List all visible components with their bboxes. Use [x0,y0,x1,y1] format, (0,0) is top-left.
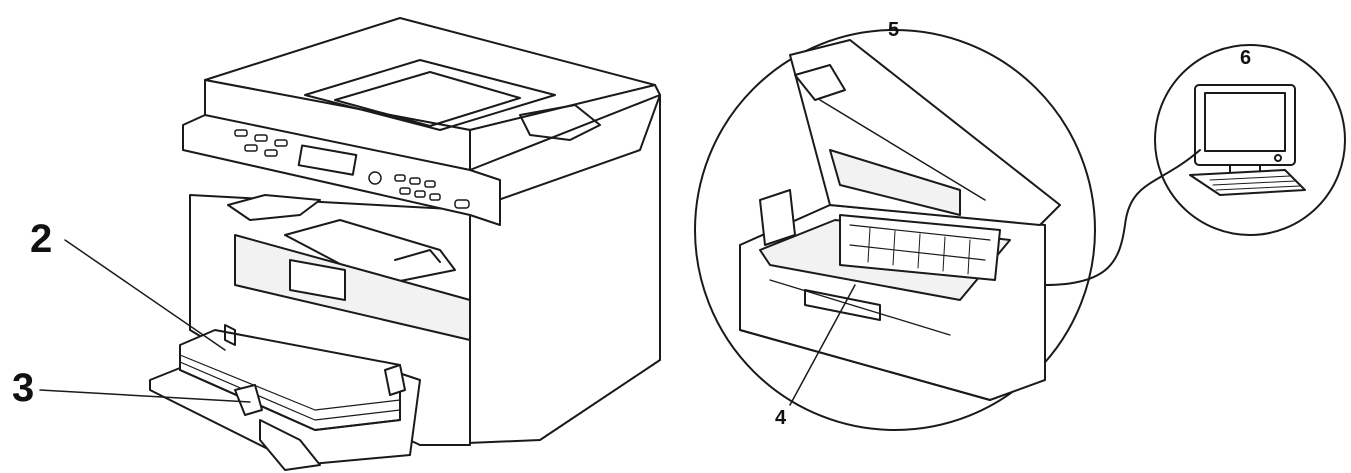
computer-illustration [1154,44,1346,236]
printer-illustration [149,17,661,471]
callout-4: 4 [775,407,787,429]
leader-3 [39,389,251,403]
callout-2: 2 [30,217,53,261]
callout-3: 3 [12,366,35,410]
open-machine-illustration [694,29,1096,431]
callout-5: 5 [888,19,900,41]
callout-6: 6 [1240,47,1252,69]
usb-cable [1044,149,1201,286]
leader-2 [64,239,226,351]
